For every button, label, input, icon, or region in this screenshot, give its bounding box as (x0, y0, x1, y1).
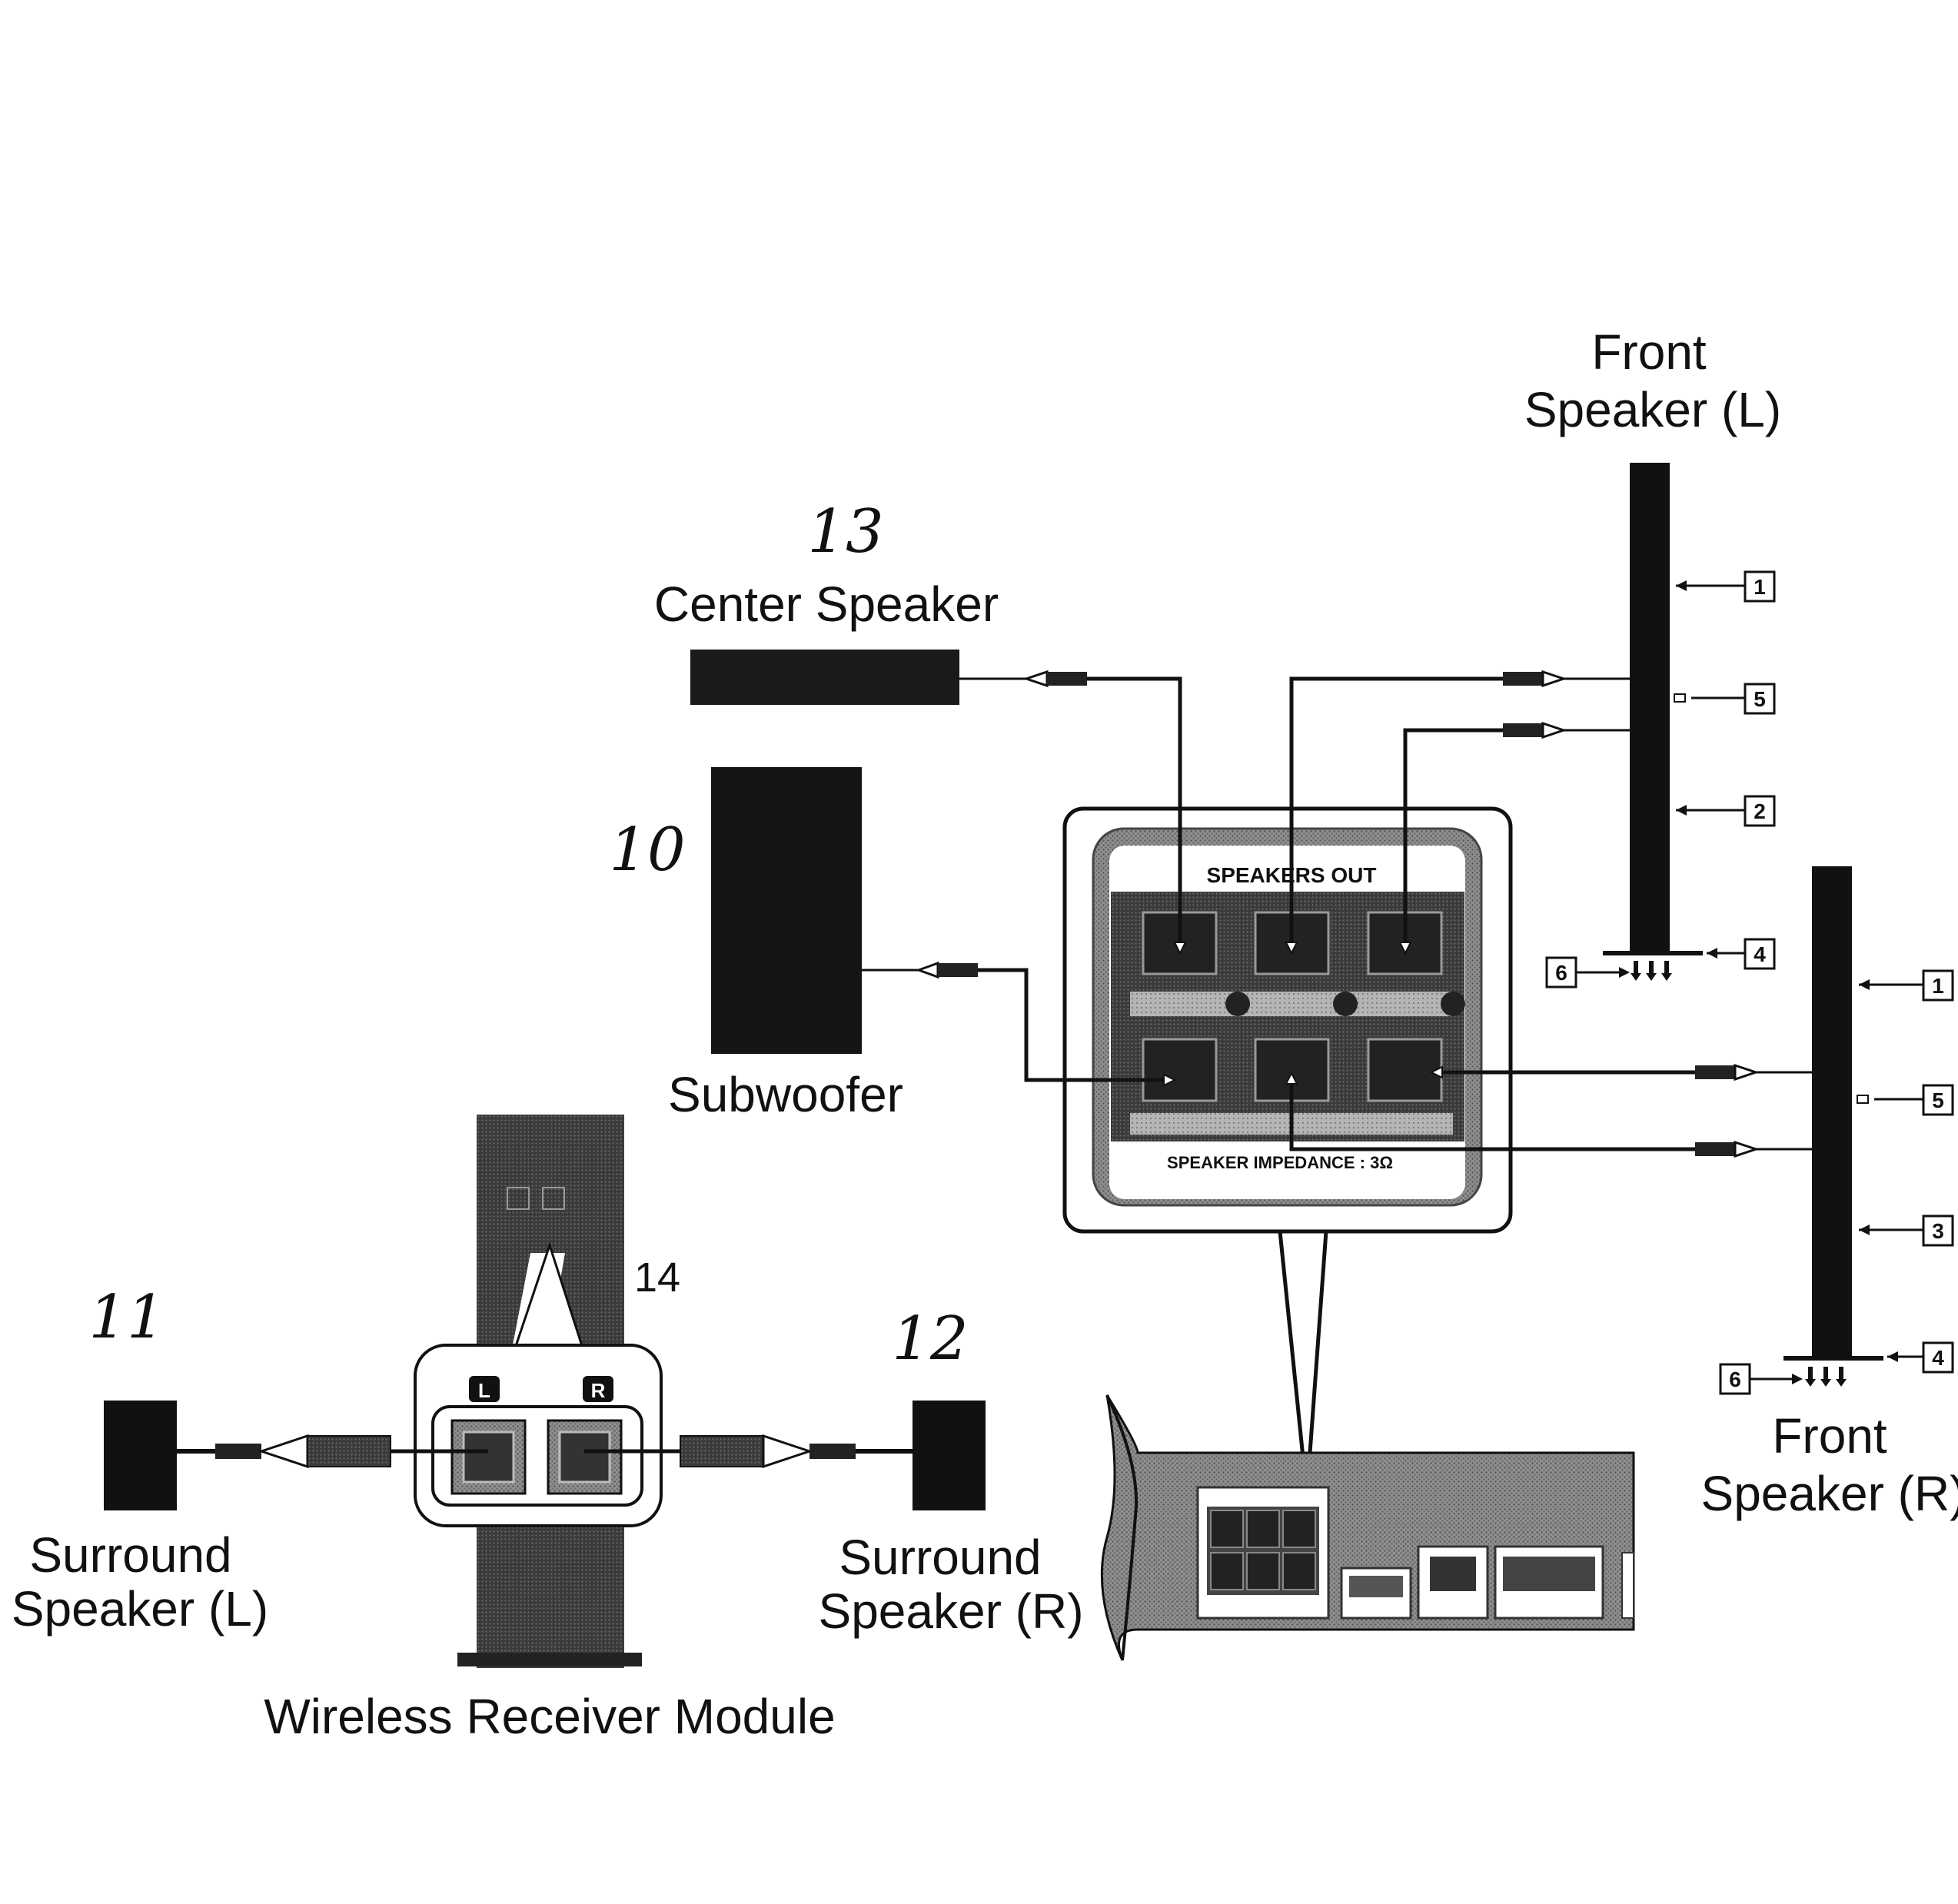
subwoofer-label: Subwoofer (668, 1067, 903, 1122)
front-speaker-right: 1 5 3 4 6 (1701, 866, 1958, 1521)
front-left-callout-1: 1 (1676, 570, 1776, 603)
wireless-receiver-module: 14 L R Wireless Receiver Module (264, 1115, 836, 1744)
svg-text:1: 1 (1932, 974, 1944, 998)
front-left-callout-5: 5 (1674, 683, 1776, 715)
surround-speaker-left: 11 Surround Speaker (L) (12, 1283, 488, 1637)
surround-left-label-line2: Speaker (L) (12, 1581, 268, 1637)
front-left-callout-6: 6 (1545, 956, 1672, 989)
svg-text:2: 2 (1754, 799, 1766, 823)
front-right-label-line2: Speaker (R) (1701, 1466, 1958, 1521)
front-left-label-line1: Front (1591, 324, 1707, 380)
front-speaker-left: Front Speaker (L) 1 5 2 4 (1524, 324, 1781, 989)
svg-text:4: 4 (1932, 1346, 1944, 1370)
wireless-module-ref-numeral: 14 (634, 1254, 680, 1301)
svg-text:5: 5 (1932, 1088, 1944, 1112)
center-ref-numeral: 13 (807, 497, 883, 567)
surround-left-label-line1: Surround (29, 1527, 231, 1583)
surround-left-ref-numeral: 11 (88, 1283, 165, 1352)
channel-label-left: L (478, 1379, 490, 1402)
center-speaker-body (690, 650, 959, 705)
front-right-callout-4: 4 (1887, 1341, 1954, 1374)
center-speaker-label: Center Speaker (654, 577, 999, 632)
subwoofer-body (711, 767, 862, 1054)
channel-label-right: R (591, 1379, 606, 1402)
subwoofer: 10 Subwoofer (609, 767, 903, 1122)
center-speaker: 13 Center Speaker (654, 497, 999, 705)
front-left-label-line2: Speaker (L) (1524, 382, 1781, 437)
surround-right-body (913, 1401, 986, 1510)
panel-impedance-label: SPEAKER IMPEDANCE : 3Ω (1167, 1153, 1393, 1172)
svg-text:6: 6 (1729, 1367, 1741, 1391)
svg-text:5: 5 (1754, 687, 1766, 711)
front-left-callout-4: 4 (1707, 938, 1776, 970)
surround-speaker-right: 12 Surround Speaker (R) (584, 1304, 1084, 1639)
front-right-callout-3: 3 (1859, 1215, 1954, 1247)
front-left-callout-2: 2 (1676, 795, 1776, 827)
front-right-callout-5: 5 (1857, 1084, 1954, 1116)
wireless-module-label: Wireless Receiver Module (264, 1689, 835, 1744)
speaker-wires (862, 670, 1812, 1158)
front-right-speaker-body (1812, 866, 1852, 1358)
front-left-speaker-body (1630, 463, 1670, 953)
front-right-callout-1: 1 (1859, 969, 1954, 1002)
surround-right-ref-numeral: 12 (892, 1304, 968, 1374)
svg-text:3: 3 (1932, 1219, 1944, 1243)
surround-right-label-line2: Speaker (R) (819, 1583, 1084, 1639)
front-right-callout-6: 6 (1719, 1363, 1847, 1395)
svg-text:6: 6 (1555, 961, 1567, 985)
main-unit-rear-panel (1100, 1394, 1635, 1661)
svg-text:1: 1 (1754, 575, 1766, 599)
surround-right-label-line1: Surround (839, 1530, 1041, 1585)
speakers-out-panel: SPEAKERS OUT SPEAKER IMPEDANCE : 3Ω (1062, 806, 1513, 1496)
front-right-label-line1: Front (1772, 1408, 1887, 1464)
terminal-front-right-2 (1367, 1038, 1443, 1102)
subwoofer-ref-numeral: 10 (609, 816, 685, 885)
surround-left-body (104, 1401, 177, 1510)
svg-text:4: 4 (1754, 942, 1766, 966)
terminal-subwoofer (1142, 1038, 1218, 1102)
